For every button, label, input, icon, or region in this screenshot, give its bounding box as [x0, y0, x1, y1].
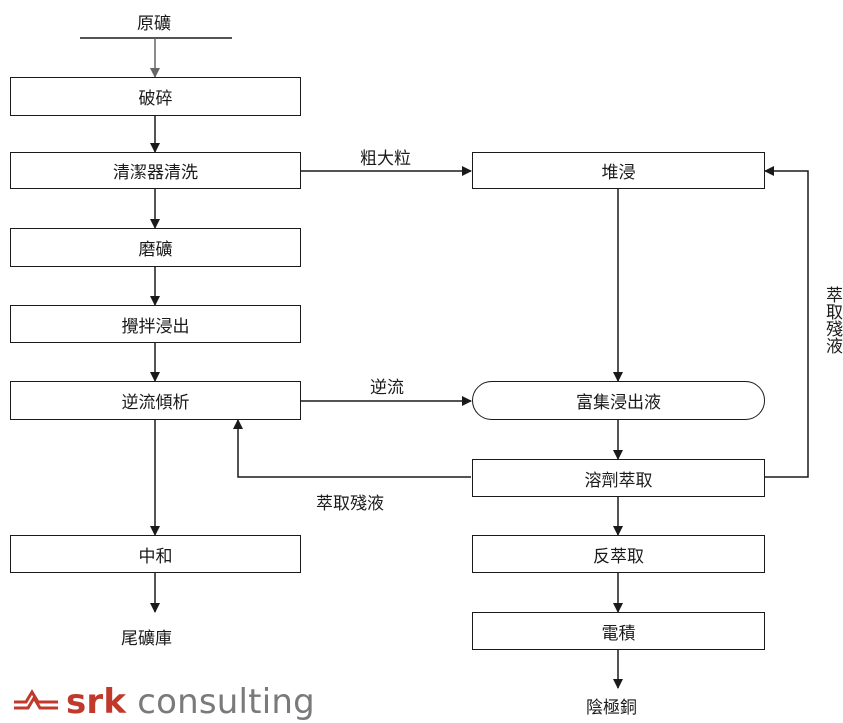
- arrow-raffinate-to-heap: [764, 166, 809, 478]
- node-strip: 反萃取: [472, 535, 765, 573]
- edge-label-raffinate-heap: 萃取殘液: [822, 286, 842, 354]
- srk-logo: srk consulting: [12, 682, 315, 722]
- node-sx: 溶劑萃取: [472, 459, 765, 497]
- node-cathode: 陰極銅: [586, 698, 637, 718]
- node-pls: 富集浸出液: [472, 381, 765, 420]
- node-raw-ore: 原礦: [137, 14, 171, 34]
- node-neutralization: 中和: [10, 535, 301, 573]
- node-grinding: 磨礦: [10, 228, 301, 267]
- node-ccd: 逆流傾析: [10, 381, 301, 420]
- edge-label-raffinate-ccd: 萃取殘液: [316, 494, 384, 514]
- edge-label-countercurrent: 逆流: [370, 378, 404, 398]
- node-scrubber-washing: 清潔器清洗: [10, 152, 301, 189]
- node-agitation-leach: 攪拌浸出: [10, 305, 301, 343]
- srk-logo-text: srk consulting: [66, 682, 315, 722]
- node-crushing: 破碎: [10, 77, 301, 116]
- node-heap-leach: 堆浸: [472, 152, 765, 189]
- node-ew: 電積: [472, 612, 765, 650]
- edge-label-coarse: 粗大粒: [360, 149, 411, 169]
- arrow-raffinate-to-ccd: [233, 419, 471, 478]
- node-tailings: 尾礦庫: [121, 629, 172, 649]
- srk-mark-icon: [14, 689, 58, 710]
